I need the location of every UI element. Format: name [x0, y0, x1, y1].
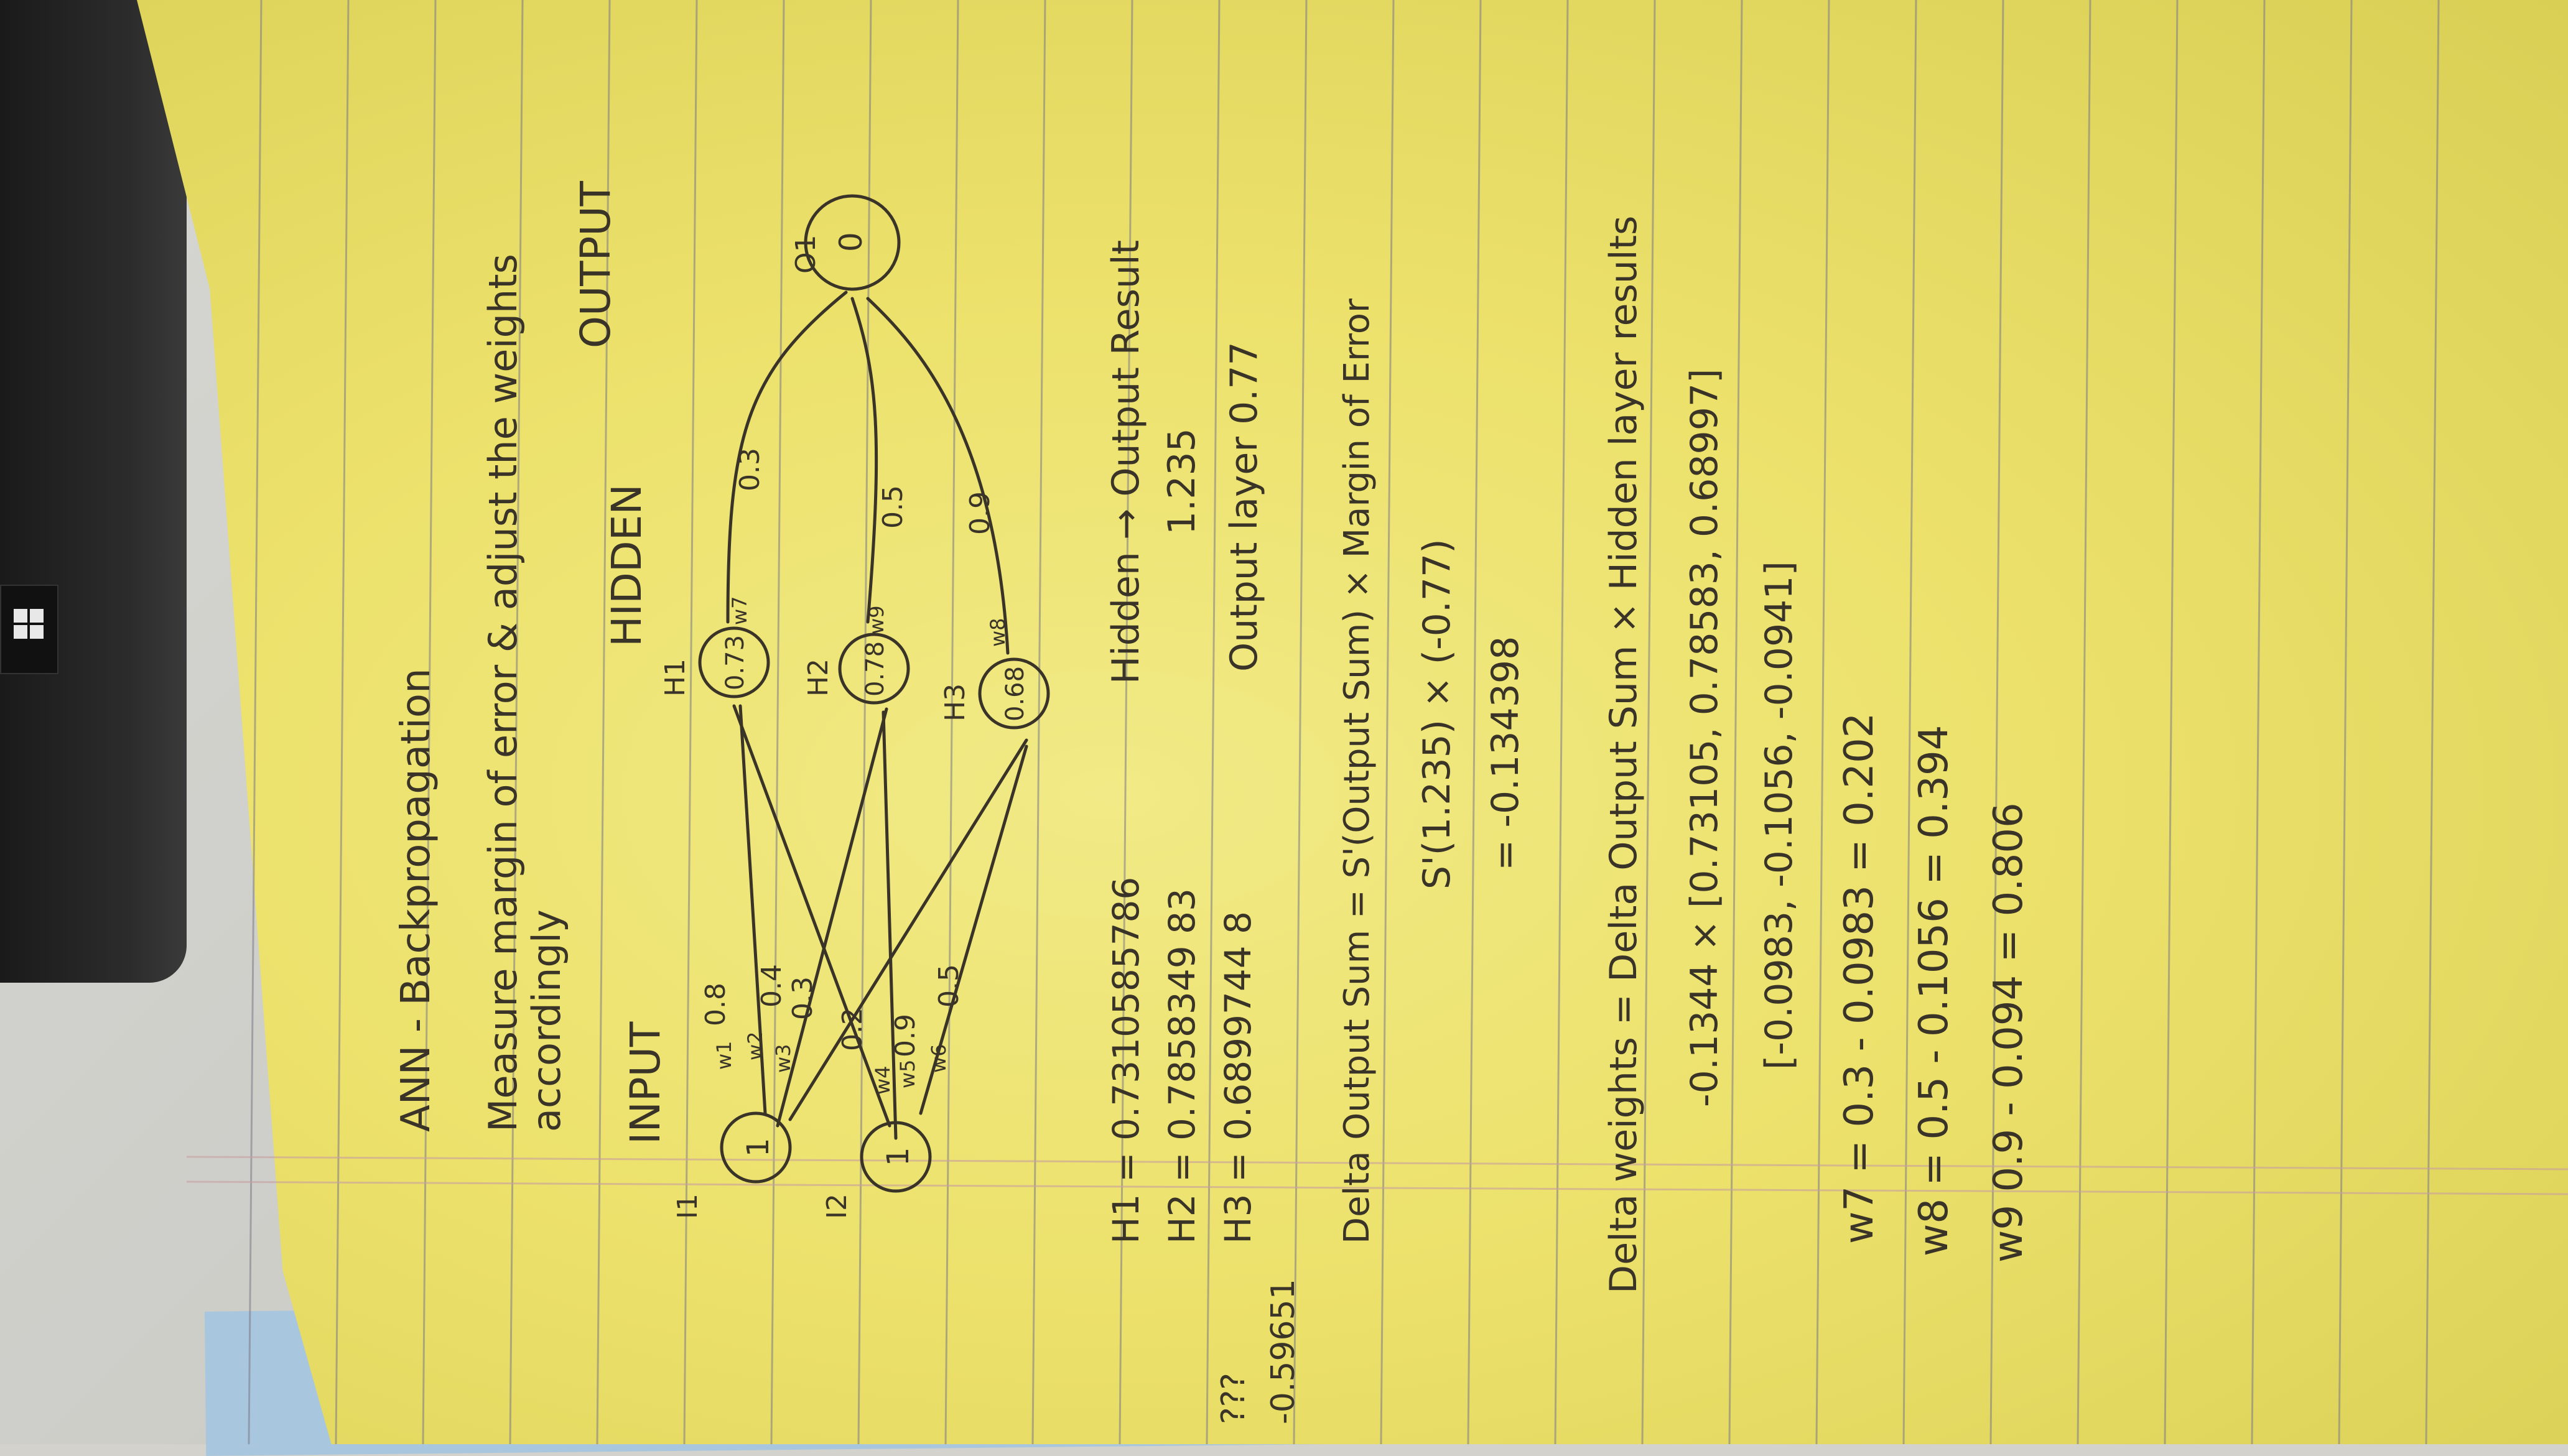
- edge-i1-h2: [776, 707, 888, 1128]
- note-title: ANN - Backpropagation: [393, 668, 439, 1132]
- weight-0.9-b: 0.9: [964, 491, 996, 535]
- w8-update: w8 = 0.5 - 0.1056 = 0.394: [1911, 725, 1957, 1256]
- weight-0.5-b: 0.5: [877, 485, 909, 529]
- input-label: INPUT: [621, 1021, 669, 1144]
- weight-0.2: 0.2: [837, 1008, 868, 1051]
- w9-update: w9 0.9 - 0.094 = 0.806: [1986, 802, 2032, 1263]
- hidden-to-output: Hidden → Output Result: [1104, 240, 1148, 684]
- delta-weights: Delta weights = Delta Output Sum × Hidde…: [1602, 216, 1645, 1294]
- hidden-label: HIDDEN: [603, 484, 651, 647]
- edge-i1-h3: [788, 738, 1028, 1121]
- edge-i1-h1: [738, 704, 767, 1115]
- weight-0.5-a: 0.5: [933, 964, 965, 1008]
- node-h2: [838, 633, 910, 705]
- sum-value: 1.235: [1160, 428, 1204, 535]
- node-i1: [720, 1111, 792, 1184]
- delta-eq2: S'(1.235) × (-0.77): [1415, 539, 1459, 889]
- node-o1-label: O1: [790, 234, 822, 274]
- node-i2-value: 1: [881, 1147, 916, 1166]
- node-h2-value: 0.78: [861, 641, 890, 697]
- weight-label-w5: w5: [896, 1059, 919, 1088]
- edge-h2-o1: [850, 297, 878, 624]
- weight-0.3-a: 0.3: [787, 976, 819, 1020]
- note-intro-line1: Measure margin of error & adjust the wei…: [480, 254, 526, 1132]
- note-intro-line2: accordingly: [524, 909, 569, 1132]
- node-h1: [698, 626, 770, 698]
- node-h3-label: H3: [939, 684, 971, 721]
- edge-h1-o1: [726, 290, 848, 624]
- weight-label-w7: w7: [728, 596, 751, 625]
- node-o1: [804, 194, 901, 291]
- node-h2-label: H2: [802, 659, 834, 697]
- node-i2: [860, 1121, 932, 1193]
- windows-logo-icon: [14, 609, 44, 639]
- weight-0.4: 0.4: [756, 964, 788, 1008]
- node-i1-label: I1: [672, 1194, 704, 1219]
- node-o1-value: 0: [833, 232, 869, 252]
- weight-0.9-a: 0.9: [890, 1014, 921, 1057]
- ruled-lines: [186, 0, 2568, 1444]
- weight-label-w9: w9: [865, 605, 888, 634]
- keyboard: [0, 0, 187, 983]
- delta-weights-line2: [-0.0983, -0.1056, -0.0941]: [1757, 561, 1801, 1070]
- node-h3: [978, 657, 1050, 730]
- edge-i2-h3: [919, 744, 1028, 1115]
- weight-label-w1: w1: [712, 1041, 736, 1070]
- node-h1-label: H1: [659, 659, 691, 697]
- node-h1-value: 0.73: [721, 635, 750, 690]
- output-label: OUTPUT: [572, 180, 620, 348]
- weight-label-w3: w3: [771, 1044, 795, 1073]
- h2-result: H2 = 0.7858349 83: [1161, 888, 1203, 1244]
- weight-label-w6: w6: [927, 1044, 951, 1073]
- question-marks: ???: [1215, 1373, 1252, 1424]
- weight-label-w4: w4: [871, 1065, 895, 1095]
- delta-weights-line1: -0.1344 × [0.73105, 0.78583, 0.68997]: [1683, 369, 1726, 1107]
- weight-label-w2: w2: [743, 1031, 767, 1060]
- windows-key: [0, 585, 58, 674]
- node-h3-value: 0.68: [1001, 666, 1030, 721]
- node-i2-label: I2: [821, 1194, 853, 1219]
- node-i1-value: 1: [741, 1138, 776, 1157]
- output-layer-value: Output layer 0.77: [1222, 341, 1266, 672]
- delta-output-sum: Delta Output Sum = S'(Output Sum) × Marg…: [1337, 298, 1377, 1244]
- h1-result: H1 = 0.7310585786: [1105, 877, 1147, 1244]
- margin-note: -0.59651: [1265, 1279, 1302, 1424]
- weight-0.3-b: 0.3: [734, 448, 766, 491]
- weight-0.8: 0.8: [700, 983, 732, 1026]
- edge-i2-h1: [732, 704, 891, 1128]
- network-diagram: [698, 194, 1050, 1193]
- yellow-notepad: [137, 0, 2568, 1444]
- edge-h3-o1: [866, 297, 1010, 655]
- edge-i2-h2: [882, 710, 898, 1140]
- w7-update: w7 = 0.3 - 0.0983 = 0.202: [1836, 713, 1882, 1244]
- h3-result: H3 = 0.6899744 8: [1217, 911, 1259, 1244]
- delta-eq3: = -0.134398: [1484, 636, 1527, 871]
- weight-label-w8: w8: [986, 618, 1010, 647]
